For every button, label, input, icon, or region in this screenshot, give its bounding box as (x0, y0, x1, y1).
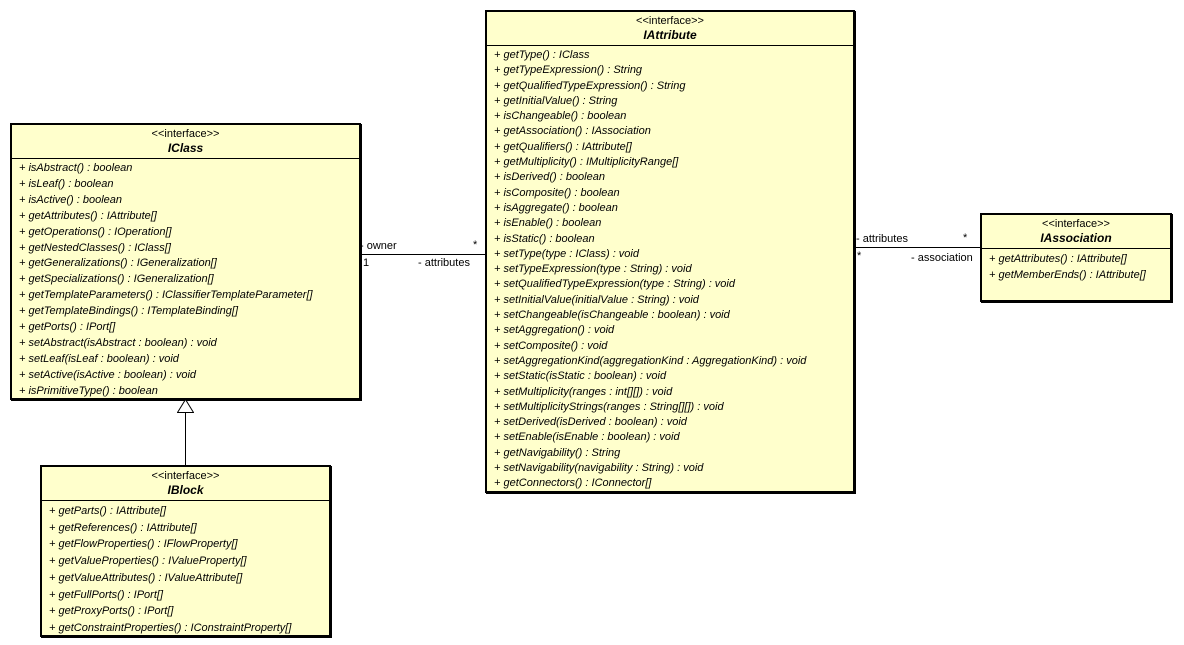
class-header: <<interface>> IClass (12, 125, 359, 159)
method-item: + getAssociation() : IAssociation (494, 125, 651, 138)
method-item: + getReferences() : IAttribute[] (49, 521, 197, 534)
method-item: + getConstraintProperties() : IConstrain… (49, 621, 292, 634)
method-item: + getFlowProperties() : IFlowProperty[] (49, 538, 238, 551)
multiplicity-label-star: * (473, 239, 478, 251)
method-item: + setMultiplicityStrings(ranges : String… (494, 400, 724, 413)
method-item: + setStatic(isStatic : boolean) : void (494, 370, 667, 383)
class-box-iattribute[interactable]: <<interface>> IAttribute + getType() : I… (485, 10, 855, 493)
class-header: <<interface>> IAssociation (982, 215, 1170, 249)
stereotype-label: <<interface>> (151, 128, 220, 140)
class-name-iattribute: IAttribute (643, 28, 697, 42)
generalization-edge-iblock-iclass[interactable] (185, 413, 186, 465)
method-item: + getAttributes() : IAttribute[] (19, 209, 157, 222)
role-label-association: - association (911, 252, 973, 264)
method-item: + getProxyPorts() : IPort[] (49, 605, 174, 618)
method-item: + isPrimitiveType() : boolean (19, 384, 158, 397)
class-box-iclass[interactable]: <<interface>> IClass + isAbstract() : bo… (10, 123, 361, 400)
method-item: + setEnable(isEnable : boolean) : void (494, 431, 680, 444)
method-item: + setAggregation() : void (494, 324, 615, 337)
method-item: + isActive() : boolean (19, 193, 123, 206)
method-item: + isAggregate() : boolean (494, 201, 618, 214)
method-item: + getMultiplicity() : IMultiplicityRange… (494, 156, 679, 169)
method-item: + getTypeExpression() : String (494, 64, 643, 77)
method-item: + getQualifiers() : IAttribute[] (494, 140, 632, 153)
method-list-iassociation: + getAttributes() : IAttribute[] + getMem… (982, 249, 1170, 283)
method-item: + getMemberEnds() : IAttribute[] (989, 269, 1146, 281)
role-label-owner: - owner (360, 240, 397, 252)
method-item: + setTypeExpression(type : String) : voi… (494, 263, 692, 276)
role-label-attributes: - attributes (418, 257, 470, 269)
method-item: + getTemplateBindings() : ITemplateBindi… (19, 305, 239, 318)
association-edge-iclass-iattribute[interactable] (361, 254, 485, 255)
method-item: + getGeneralizations() : IGeneralization… (19, 257, 217, 270)
method-item: + setNavigability(navigability : String)… (494, 462, 704, 475)
method-list-iblock: + getParts() : IAttribute[] + getReferenc… (42, 501, 329, 637)
method-item: + getAttributes() : IAttribute[] (989, 253, 1127, 265)
method-item: + setActive(isActive : boolean) : void (19, 368, 196, 381)
method-item: + isAbstract() : boolean (19, 162, 133, 174)
method-item: + getInitialValue() : String (494, 94, 618, 107)
class-box-iassociation[interactable]: <<interface>> IAssociation + getAttribut… (980, 213, 1172, 302)
class-name-iblock: IBlock (167, 483, 204, 497)
method-item: + getOperations() : IOperation[] (19, 225, 172, 238)
method-item: + setInitialValue(initialValue : String)… (494, 293, 699, 306)
method-item: + getPorts() : IPort[] (19, 321, 116, 334)
stereotype-label: <<interface>> (636, 15, 704, 27)
generalization-arrow-icon (177, 399, 194, 413)
method-item: + getQualifiedTypeExpression() : String (494, 79, 686, 92)
class-box-iblock[interactable]: <<interface>> IBlock + getParts() : IAtt… (40, 465, 331, 637)
class-header: <<interface>> IAttribute (487, 12, 853, 46)
method-item: + getType() : IClass (494, 49, 590, 61)
method-item: + getNavigability() : String (494, 446, 621, 459)
method-item: + isChangeable() : boolean (494, 110, 627, 123)
method-item: + setAbstract(isAbstract : boolean) : vo… (19, 336, 217, 349)
method-item: + getSpecializations() : IGeneralization… (19, 273, 214, 286)
method-item: + getFullPorts() : IPort[] (49, 588, 164, 601)
method-item: + getValueAttributes() : IValueAttribute… (49, 571, 243, 584)
multiplicity-label-star-3: * (857, 250, 862, 262)
method-item: + getParts() : IAttribute[] (49, 505, 167, 517)
stereotype-label: <<interface>> (151, 470, 220, 482)
method-item: + setComposite() : void (494, 339, 608, 352)
method-list-iclass: + isAbstract() : boolean + isLeaf() : boo… (12, 159, 359, 400)
method-item: + setAggregationKind(aggregationKind : A… (494, 354, 807, 367)
method-item: + setMultiplicity(ranges : int[][]) : vo… (494, 385, 673, 398)
method-item: + isLeaf() : boolean (19, 177, 114, 190)
method-item: + setDerived(isDerived : boolean) : void (494, 416, 687, 429)
method-item: + setLeaf(isLeaf : boolean) : void (19, 352, 179, 365)
method-list-iattribute: + getType() : IClass + getTypeExpression(… (487, 46, 853, 492)
method-item: + isDerived() : boolean (494, 171, 605, 184)
association-edge-iattribute-iassociation[interactable] (855, 247, 980, 248)
stereotype-label: <<interface>> (1042, 218, 1110, 230)
role-label-attributes-2: - attributes (856, 233, 908, 245)
method-item: + isStatic() : boolean (494, 232, 595, 245)
method-item: + setQualifiedTypeExpression(type : Stri… (494, 278, 735, 291)
method-item: + setChangeable(isChangeable : boolean) … (494, 309, 730, 322)
method-item: + isComposite() : boolean (494, 186, 620, 199)
multiplicity-label-one: 1 (363, 257, 370, 269)
class-header: <<interface>> IBlock (42, 467, 329, 501)
method-item: + getNestedClasses() : IClass[] (19, 241, 171, 254)
method-item: + getTemplateParameters() : IClassifierT… (19, 289, 313, 302)
method-item: + isEnable() : boolean (494, 217, 602, 230)
method-item: + getValueProperties() : IValueProperty[… (49, 555, 247, 568)
multiplicity-label-star-2: * (963, 232, 968, 244)
class-name-iassociation: IAssociation (1040, 231, 1112, 245)
class-name-iclass: IClass (167, 141, 204, 155)
method-item: + setType(type : IClass) : void (494, 247, 639, 260)
method-item: + getConnectors() : IConnector[] (494, 477, 652, 490)
